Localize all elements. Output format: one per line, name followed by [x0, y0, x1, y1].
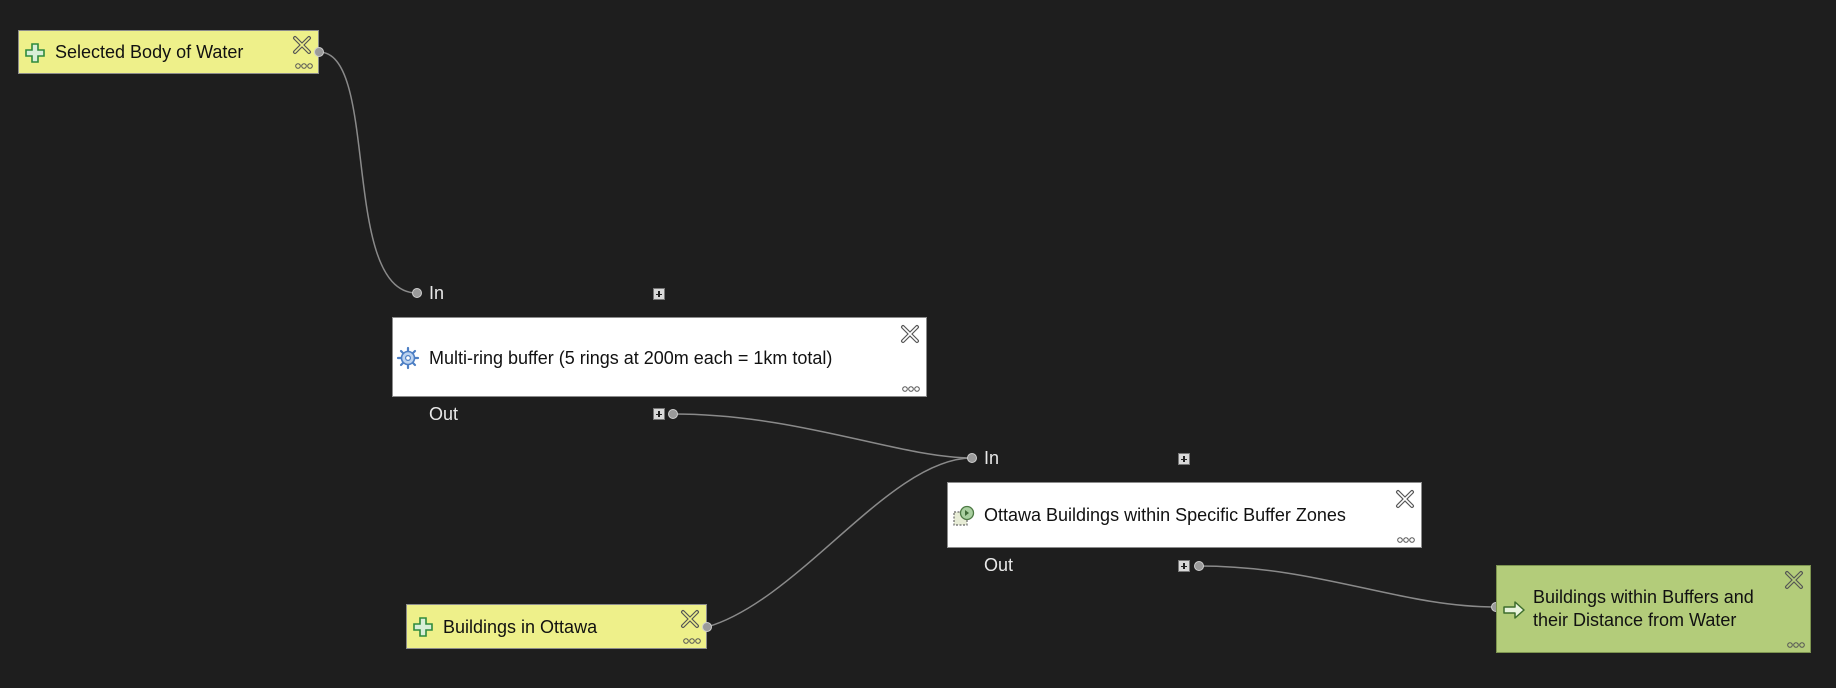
output-port[interactable] [314, 47, 324, 57]
node-label: Buildings in Ottawa [443, 617, 598, 637]
port-label-in: In [984, 448, 1000, 468]
port-label-out: Out [429, 404, 459, 424]
arrow-right-icon [1503, 601, 1525, 619]
node-multi-ring-buffer[interactable]: Multi-ring buffer (5 rings at 200m each … [392, 317, 927, 397]
node-label: Multi-ring buffer (5 rings at 200m each … [429, 348, 833, 368]
close-icon[interactable] [1394, 488, 1416, 510]
input-port[interactable] [967, 453, 977, 463]
node-label: Buildings within Buffers and their Dista… [1533, 587, 1754, 630]
more-options-icon[interactable] [294, 62, 314, 70]
node-ottawa-buildings-within-buffer-zones[interactable]: Ottawa Buildings within Specific Buffer … [947, 482, 1422, 548]
input-port[interactable] [412, 288, 422, 298]
port-label-out: Out [984, 555, 1014, 575]
connector-select-to-output [1198, 565, 1497, 608]
port-label-in: In [429, 283, 445, 303]
node-buildings-in-ottawa[interactable]: Buildings in Ottawa [406, 604, 707, 649]
more-options-icon[interactable] [682, 637, 702, 645]
more-options-icon[interactable] [1786, 641, 1806, 649]
more-options-icon[interactable] [901, 385, 921, 393]
connector-buffer-to-select [672, 413, 973, 459]
expand-inputs-button[interactable] [653, 288, 665, 300]
node-buildings-within-buffers-output[interactable]: Buildings within Buffers and their Dista… [1496, 565, 1811, 653]
connector-buildings-to-select [706, 457, 973, 628]
close-icon[interactable] [291, 34, 313, 56]
more-options-icon[interactable] [1396, 536, 1416, 544]
close-icon[interactable] [679, 608, 701, 630]
node-label: Ottawa Buildings within Specific Buffer … [984, 505, 1346, 525]
node-selected-body-of-water[interactable]: Selected Body of Water [18, 30, 319, 74]
expand-outputs-button[interactable] [653, 408, 665, 420]
output-port[interactable] [1194, 561, 1204, 571]
connector-water-to-buffer [318, 51, 418, 294]
plus-icon [25, 43, 45, 63]
output-port[interactable] [668, 409, 678, 419]
gear-icon [396, 346, 420, 370]
output-port[interactable] [702, 622, 712, 632]
close-icon[interactable] [1783, 569, 1805, 591]
plus-icon [413, 617, 433, 637]
select-by-location-icon [953, 505, 975, 526]
expand-outputs-button[interactable] [1178, 560, 1190, 572]
close-icon[interactable] [899, 323, 921, 345]
expand-inputs-button[interactable] [1178, 453, 1190, 465]
node-label: Selected Body of Water [55, 42, 244, 62]
